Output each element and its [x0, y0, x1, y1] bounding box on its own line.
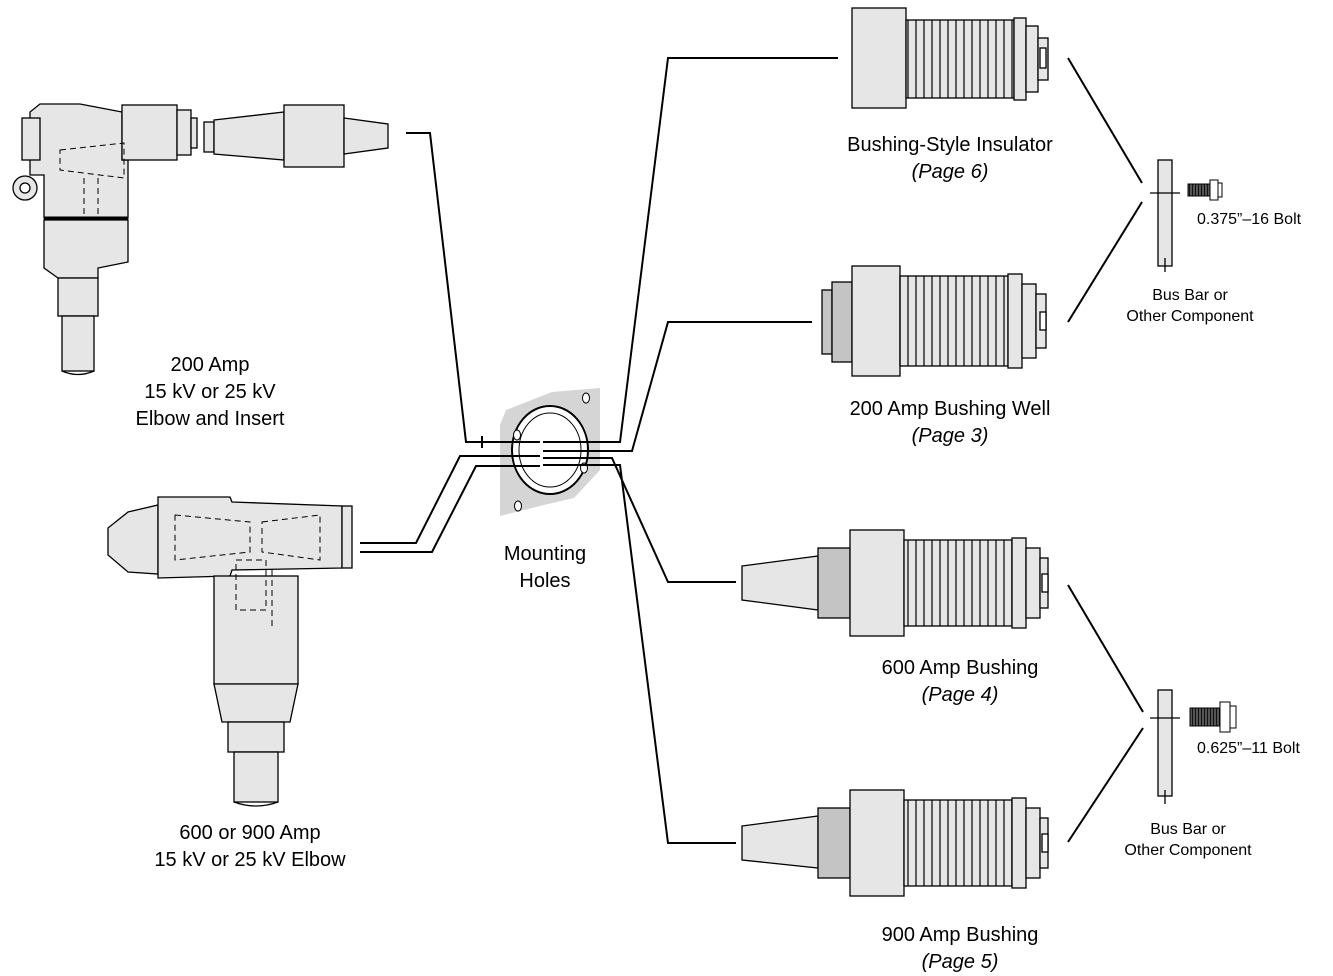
label-busbar-top-line2: Other Component: [1110, 306, 1270, 327]
label-bolt-small: 0.375”–16 Bolt: [1197, 209, 1333, 230]
label-mounting-holes: Mounting Holes: [470, 541, 620, 595]
label-elbow-600: 600 or 900 Amp 15 kV or 25 kV Elbow: [120, 820, 380, 874]
label-busbar-top: Bus Bar or Other Component: [1110, 285, 1270, 327]
label-bushing-well: 200 Amp Bushing Well (Page 3): [810, 396, 1090, 450]
label-busbar-top-line1: Bus Bar or: [1110, 285, 1270, 306]
bus-bar-bottom: [1150, 690, 1180, 804]
bus-bar-top: [1150, 160, 1180, 272]
label-elbow-600-line1: 600 or 900 Amp: [120, 820, 380, 847]
label-busbar-bottom-line1: Bus Bar or: [1108, 819, 1268, 840]
label-busbar-bottom-line2: Other Component: [1108, 840, 1268, 861]
label-elbow-200: 200 Amp 15 kV or 25 kV Elbow and Insert: [100, 352, 320, 433]
elbow-200-amp: [13, 104, 388, 375]
label-elbow-200-line1: 200 Amp: [100, 352, 320, 379]
label-bushing-style-insulator: Bushing-Style Insulator (Page 6): [820, 132, 1080, 186]
label-bushing-600-page: (Page 4): [830, 682, 1090, 709]
bushing-900-amp: [742, 790, 1048, 896]
label-busbar-bottom: Bus Bar or Other Component: [1108, 819, 1268, 861]
label-bushing-well-page: (Page 3): [810, 423, 1090, 450]
bushing-600-amp: [742, 530, 1048, 636]
bolt-large-icon: [1190, 702, 1236, 732]
label-bushing-900: 900 Amp Bushing (Page 5): [830, 922, 1090, 976]
label-bushing-style-name: Bushing-Style Insulator: [820, 132, 1080, 159]
label-bushing-well-name: 200 Amp Bushing Well: [810, 396, 1090, 423]
label-elbow-200-line3: Elbow and Insert: [100, 406, 320, 433]
label-bolt-large: 0.625”–11 Bolt: [1197, 738, 1333, 759]
label-mounting-line1: Mounting: [470, 541, 620, 568]
bolt-small-icon: [1188, 180, 1222, 200]
label-bushing-900-name: 900 Amp Bushing: [830, 922, 1090, 949]
label-bushing-900-page: (Page 5): [830, 949, 1090, 976]
label-bushing-600: 600 Amp Bushing (Page 4): [830, 655, 1090, 709]
label-elbow-600-line2: 15 kV or 25 kV Elbow: [120, 847, 380, 874]
label-bushing-600-name: 600 Amp Bushing: [830, 655, 1090, 682]
label-mounting-line2: Holes: [470, 568, 620, 595]
label-elbow-200-line2: 15 kV or 25 kV: [100, 379, 320, 406]
label-bushing-style-page: (Page 6): [820, 159, 1080, 186]
bushing-style-insulator: [852, 8, 1048, 108]
bushing-well-200-amp: [822, 266, 1046, 376]
elbow-600-900-amp: [108, 497, 352, 806]
